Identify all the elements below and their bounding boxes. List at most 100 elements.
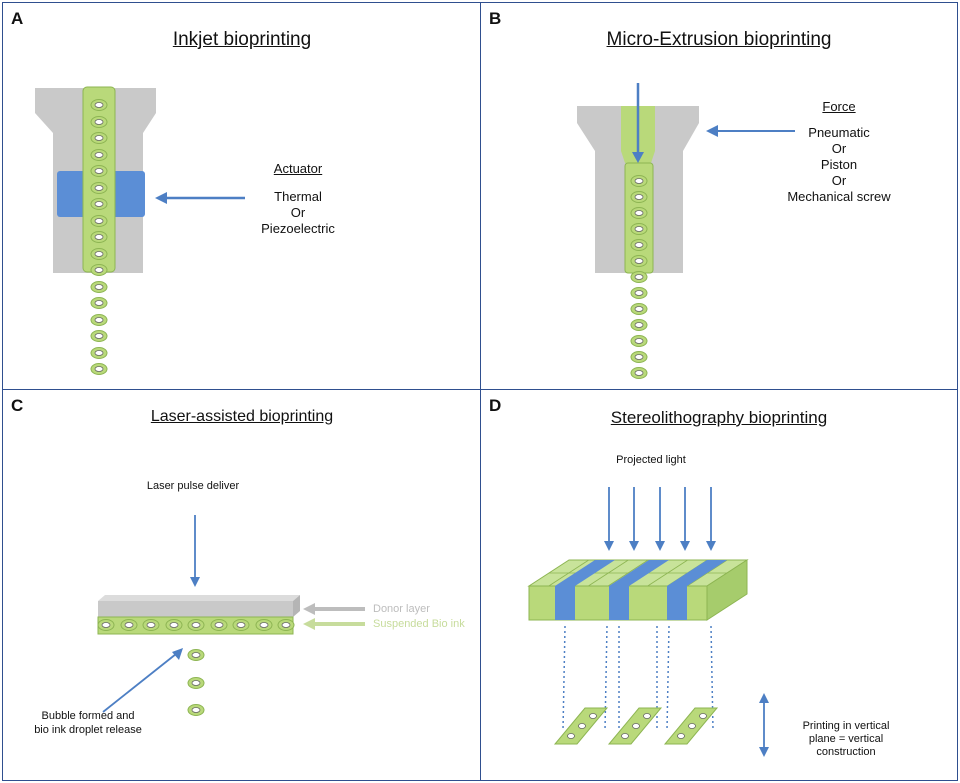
cell: [94, 251, 104, 257]
arrow-head: [680, 541, 690, 551]
stereolithography-diagram: [527, 487, 769, 757]
arrow-head: [190, 577, 200, 587]
cell: [632, 723, 640, 729]
light-arrows: [604, 487, 716, 551]
cell: [94, 366, 104, 372]
cell: [191, 622, 201, 628]
bubble-arrow: [102, 653, 177, 713]
droplet-stream: [90, 99, 108, 375]
cell: [191, 707, 201, 713]
actuator-heading: Actuator: [273, 161, 323, 176]
laser-diagram: [97, 515, 365, 716]
cell: [169, 622, 179, 628]
light-beam-top: [667, 560, 727, 586]
panel-micro-extrusion: B Micro-Extrusion bioprinting Force Pneu…: [480, 2, 958, 391]
force-or: Or: [831, 141, 847, 156]
arrow-head: [632, 152, 644, 163]
light-beam-front: [667, 586, 687, 620]
cell: [634, 306, 644, 312]
cell: [578, 723, 586, 729]
cell: [94, 102, 104, 108]
donor-layer-label: Donor layer: [373, 603, 430, 615]
printed-construct: [607, 707, 663, 745]
panel-label: A: [11, 9, 24, 28]
cell: [634, 226, 644, 232]
arrow-head: [172, 648, 183, 660]
arrow-head: [759, 693, 769, 703]
panel-title: Inkjet bioprinting: [172, 29, 312, 50]
cell: [621, 733, 629, 739]
vertical-label: plane = vertical: [808, 733, 884, 745]
cell: [634, 290, 644, 296]
cell: [124, 622, 134, 628]
cell: [634, 274, 644, 280]
cell: [94, 267, 104, 273]
cell: [567, 733, 575, 739]
arrow-head: [706, 125, 718, 137]
cell: [589, 713, 597, 719]
panel-label: D: [489, 396, 502, 415]
arrow-head: [303, 603, 315, 615]
filament-stream: [630, 175, 648, 379]
cell: [634, 338, 644, 344]
vertical-label: construction: [816, 746, 876, 758]
panel-label: C: [11, 396, 24, 415]
panel-label: B: [489, 9, 502, 28]
resin-side: [706, 559, 748, 621]
printed-construct: [553, 707, 609, 745]
cell: [634, 242, 644, 248]
cell: [634, 210, 644, 216]
cell: [94, 284, 104, 290]
cell: [94, 317, 104, 323]
arrow-head: [155, 192, 167, 204]
dotted-line: [666, 625, 670, 731]
panel-laser-assisted: C Laser-assisted bioprinting Laser pulse…: [2, 389, 482, 781]
projected-light-label: Projected light: [616, 454, 686, 466]
force-option: Mechanical screw: [787, 189, 891, 204]
cell: [146, 622, 156, 628]
force-heading: Force: [822, 99, 856, 114]
force-or: Or: [831, 173, 847, 188]
cell: [94, 168, 104, 174]
cell: [101, 622, 111, 628]
cell: [688, 723, 696, 729]
dotted-line: [562, 625, 566, 731]
cell: [191, 652, 201, 658]
panel-title: Laser-assisted bioprinting: [150, 408, 334, 425]
donor-layer: [98, 601, 293, 617]
light-beam-front: [609, 586, 629, 620]
inkjet-diagram: [35, 86, 245, 375]
panel-title: Micro-Extrusion bioprinting: [606, 29, 832, 50]
dotted-line: [604, 625, 608, 731]
bubble-label: bio ink droplet release: [34, 724, 142, 736]
arrow-head: [303, 618, 315, 630]
cell: [634, 258, 644, 264]
cell: [94, 119, 104, 125]
cell: [634, 370, 644, 376]
nozzle-channel: [82, 86, 116, 273]
actuator-option: Piezoelectric: [261, 221, 335, 236]
donor-layer-side: [293, 595, 300, 617]
cell: [677, 733, 685, 739]
cell: [94, 234, 104, 240]
cell: [94, 135, 104, 141]
panel-inkjet: A Inkjet bioprinting Actuator Thermal Or…: [2, 2, 482, 391]
arrow-head: [706, 541, 716, 551]
cell: [214, 622, 224, 628]
donor-layer-top: [98, 595, 300, 601]
cell: [643, 713, 651, 719]
cell: [281, 622, 291, 628]
arrow-head: [629, 541, 639, 551]
extrusion-diagram: [577, 83, 795, 379]
panel-stereolithography: D Stereolithography bioprinting Projecte…: [480, 389, 958, 781]
cell: [191, 680, 201, 686]
bubble-label: Bubble formed and: [41, 710, 135, 722]
cell: [634, 178, 644, 184]
panel-title: Stereolithography bioprinting: [610, 408, 828, 427]
light-beam-top: [609, 560, 669, 586]
printed-constructs: [553, 707, 719, 745]
arrow-head: [655, 541, 665, 551]
cell: [634, 354, 644, 360]
arrow-head: [604, 541, 614, 551]
cell: [94, 350, 104, 356]
